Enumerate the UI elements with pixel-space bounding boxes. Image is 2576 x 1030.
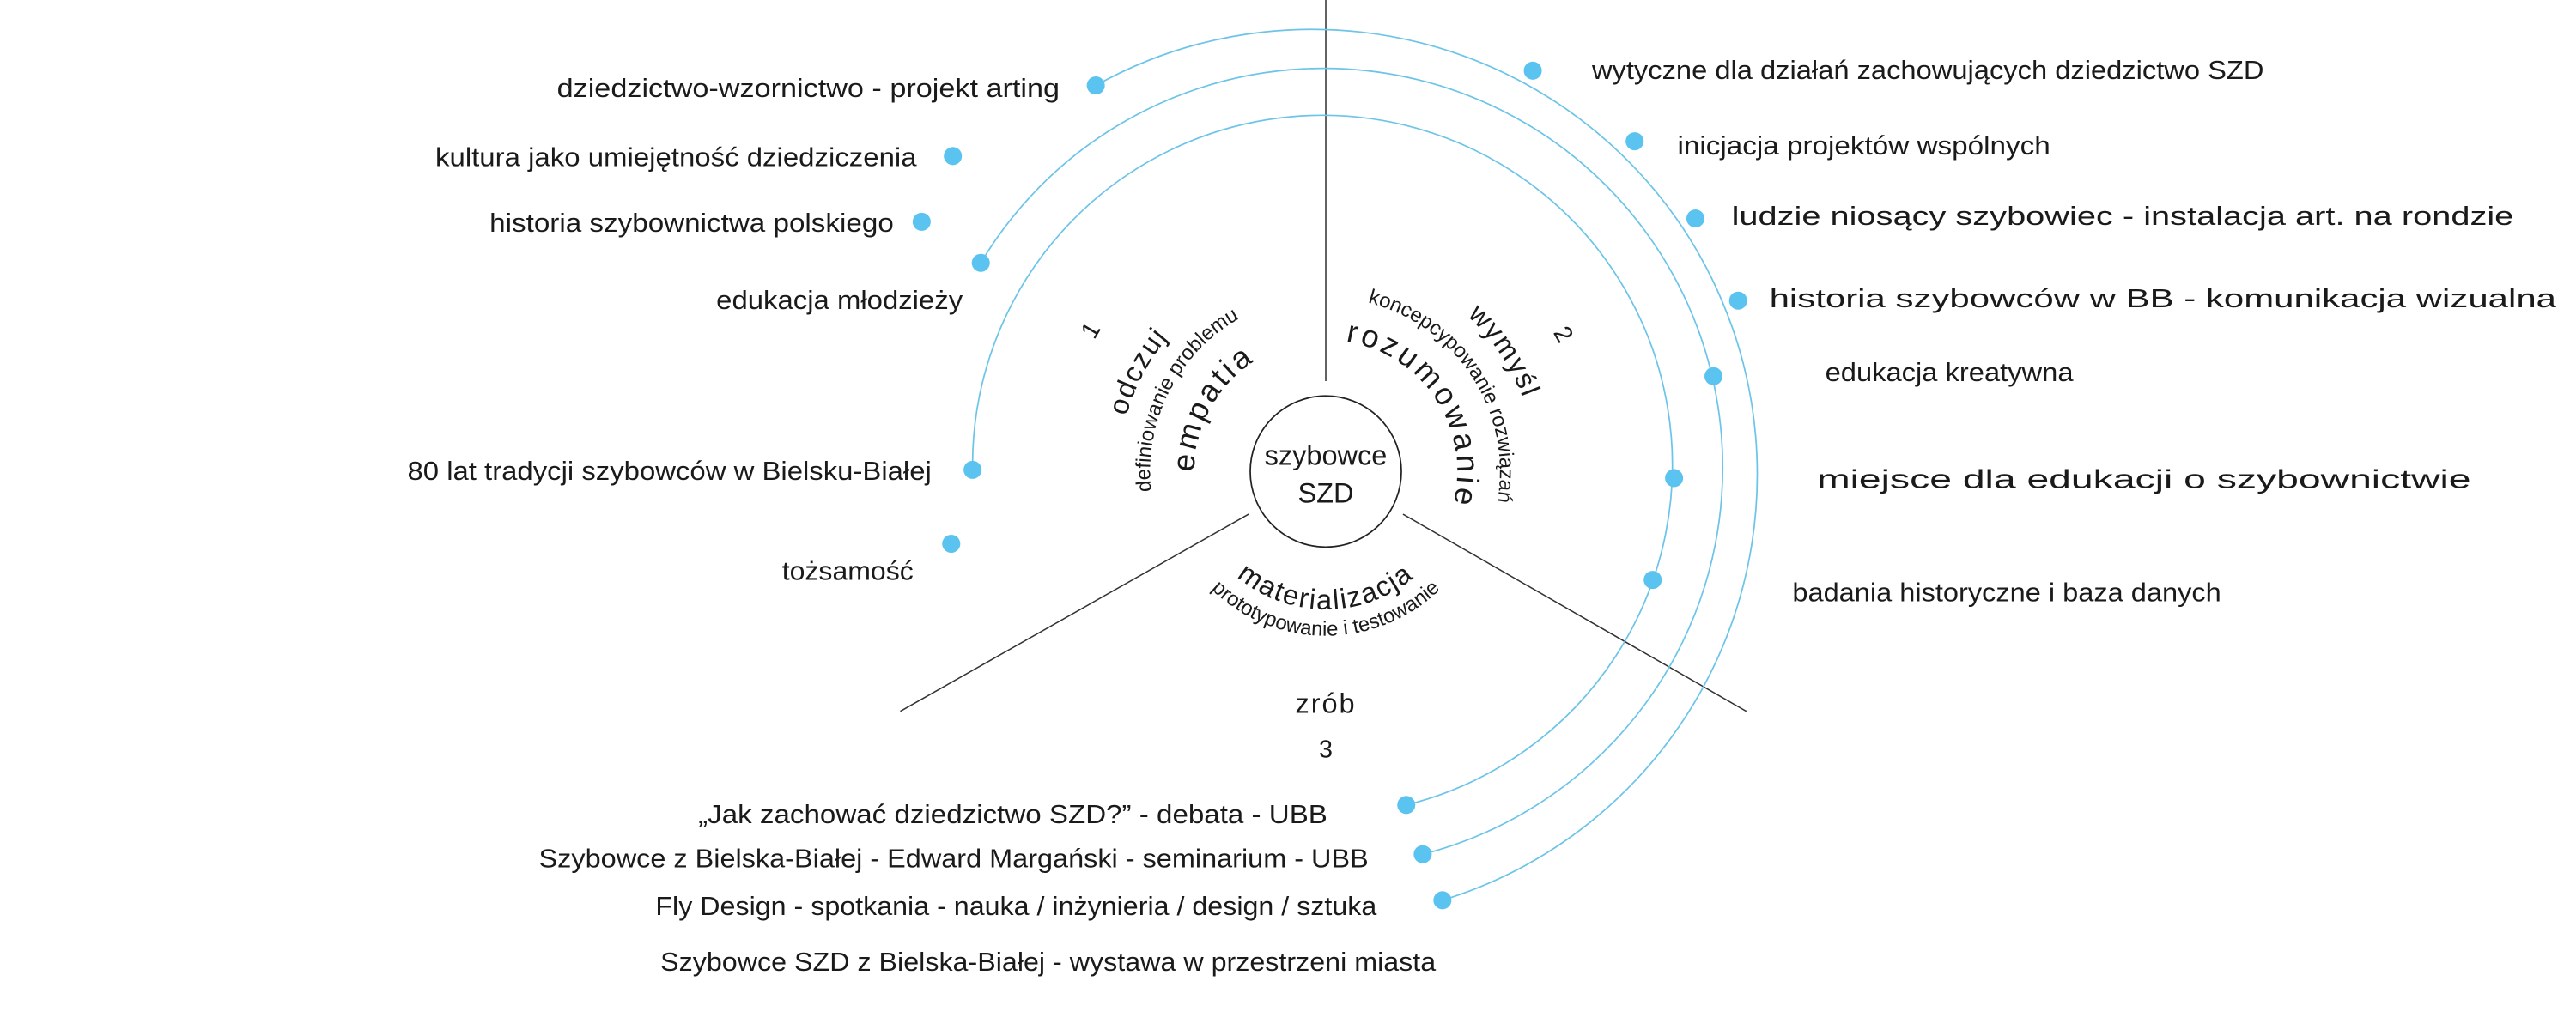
bottom-item: Szybowce z Bielska-Białej - Edward Marga… — [539, 845, 1369, 874]
bullet-dot — [1728, 291, 1747, 310]
left-item: historia szybownictwa polskiego — [489, 209, 894, 238]
center-label-line1: szybowce — [1265, 440, 1388, 471]
outer-arc — [1095, 28, 1759, 901]
inner-arc — [971, 114, 1674, 806]
left-item: tożsamość — [782, 557, 914, 586]
stage1-number: 1 — [1076, 318, 1107, 343]
right-item: inicjacja projektów wspólnych — [1677, 131, 2050, 161]
right-item: miejsce dla edukacji o szybownictwie — [1817, 464, 2470, 494]
bottom-item: Szybowce SZD z Bielska-Białej - wystawa … — [660, 948, 1437, 977]
bullet-dot — [1704, 367, 1723, 385]
bullet-dot — [1643, 571, 1662, 590]
bullet-dot — [1523, 61, 1542, 80]
divider-left — [900, 513, 1249, 712]
bullet-dot — [1665, 469, 1684, 488]
bullet-dot — [1686, 209, 1705, 228]
stage3-number: 3 — [1319, 736, 1333, 763]
middle-arc — [980, 67, 1724, 856]
divider-right — [1402, 513, 1747, 712]
right-item: ludzie niosący szybowiec - instalacja ar… — [1732, 202, 2514, 231]
right-item: historia szybowców w BB - komunikacja wi… — [1770, 284, 2558, 313]
bullet-dot — [963, 460, 982, 479]
bullet-dot — [944, 147, 963, 166]
bullet-dot — [912, 212, 931, 231]
bullet-dot — [942, 534, 961, 554]
stage2-number: 2 — [1547, 322, 1578, 348]
bullet-dot — [1625, 132, 1644, 151]
bullet-dot — [1086, 76, 1105, 95]
right-item: badania historyczne i baza danych — [1792, 578, 2221, 607]
bottom-item: Fly Design - spotkania - nauka / inżynie… — [655, 892, 1377, 921]
bottom-item: „Jak zachować dziedzictwo SZD?” - debata… — [698, 800, 1327, 829]
left-item: dziedzictwo-wzornictwo - projekt arting — [557, 74, 1060, 103]
right-item: wytyczne dla działań zachowujących dzied… — [1591, 56, 2264, 85]
bullet-dot — [971, 253, 990, 272]
center-circle — [1249, 395, 1402, 548]
left-item: edukacja młodzieży — [716, 286, 963, 315]
bullet-dot — [1433, 891, 1452, 910]
left-item: 80 lat tradycji szybowców w Bielsku-Biał… — [407, 457, 931, 486]
center-label-line2: SZD — [1297, 478, 1353, 509]
left-item: kultura jako umiejętność dziedziczenia — [435, 142, 918, 172]
bullet-dot — [1397, 796, 1416, 815]
bullet-dot — [1413, 845, 1432, 863]
stage3-verb: zrób — [1296, 688, 1357, 719]
right-item: edukacja kreatywna — [1826, 358, 2075, 387]
